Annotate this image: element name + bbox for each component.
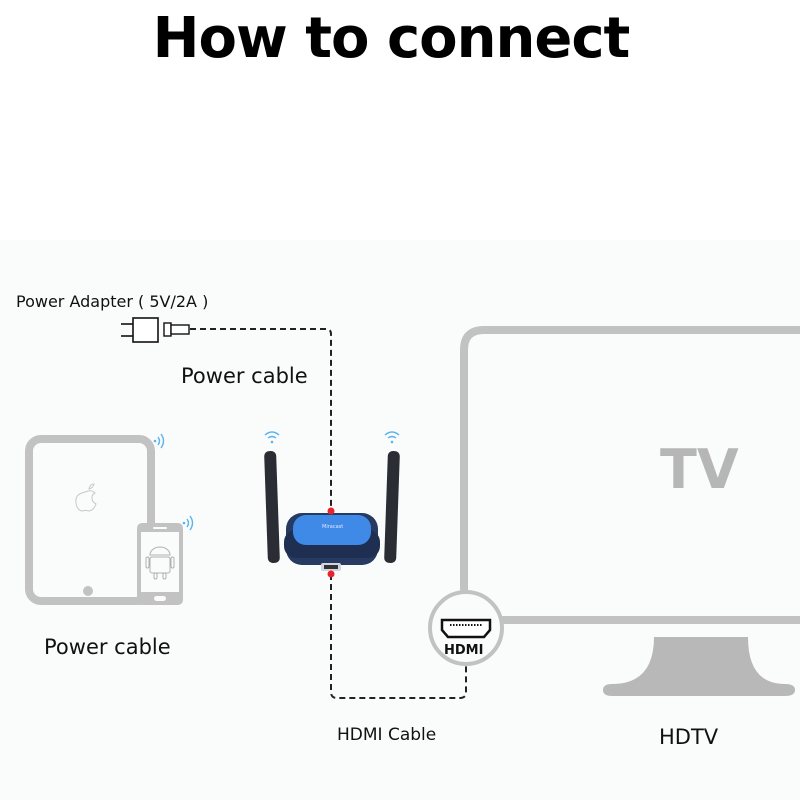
tv-stand-icon [603,637,795,696]
wireless-display-receiver [264,450,400,571]
android-logo-icon [145,546,175,580]
hdmi-cable-line [330,574,467,699]
hdmi-port-label: HDMI [444,643,484,658]
wifi-signal-icon [264,431,280,444]
page-title: How to connect [152,6,631,71]
power-cable-label-top: Power cable [181,364,308,388]
power-cable-label-bottom: Power cable [44,635,171,659]
wifi-signal-icon [384,431,400,444]
power-adapter-label: Power Adapter ( 5V/2A ) [16,292,209,311]
wifi-signal-icon [182,515,194,531]
hdmi-port-dot [327,570,335,578]
apple-logo-icon [75,483,97,512]
usb-plug-icon [163,322,190,337]
hdtv-label: HDTV [659,725,719,749]
hdmi-cable-label: HDMI Cable [337,725,437,745]
power-port-dot [327,507,335,515]
wifi-signal-icon [153,433,165,449]
power-cable-line [190,328,332,508]
tv-screen-text: TV [660,438,739,501]
tablet-icon [25,435,155,605]
hdmi-port-icon [428,590,504,666]
tv-icon [460,326,800,624]
phone-icon [137,523,183,605]
device-brand: Miracast [322,524,344,530]
power-adapter-icon [121,317,159,343]
